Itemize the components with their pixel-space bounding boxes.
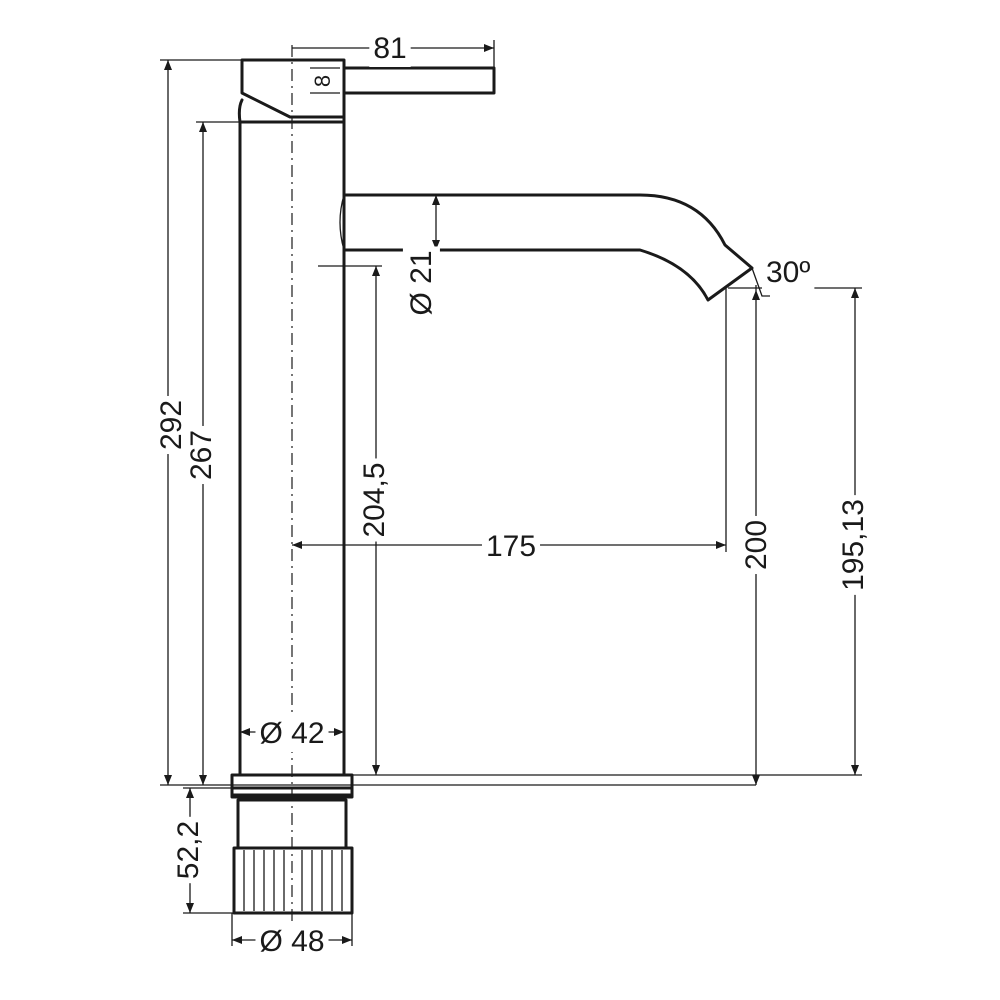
dim-spout-reach: 175: [486, 530, 536, 563]
lever-handle: [342, 66, 496, 95]
dim-outlet-height-alt: 195,13: [837, 499, 870, 591]
label-backing: [152, 395, 190, 455]
label-backing: [369, 30, 411, 67]
label-backing: [307, 70, 337, 92]
dim-handle-thickness: 8: [310, 75, 335, 87]
dim-spout-height: 204,5: [358, 462, 391, 537]
dim-base-diameter: Ø 48: [259, 925, 324, 958]
dim-handle-length: 81: [373, 32, 406, 65]
label-backing: [402, 246, 440, 320]
arrowheads: [164, 44, 859, 944]
label-backing: [355, 458, 393, 542]
label-backing: [255, 923, 329, 960]
dim-outlet-height: 200: [740, 520, 773, 570]
dim-body-diameter: Ø 42: [259, 717, 324, 750]
dim-outlet-angle: 30º: [766, 256, 810, 289]
label-backing: [255, 715, 329, 752]
faucet-geometry: [230, 45, 754, 940]
spout: [342, 193, 754, 302]
dim-body-height: 267: [185, 430, 218, 480]
dimension-labels: 81 8 292 267 204,5 Ø 21 175 200 195,13 3…: [152, 30, 872, 960]
label-backing: [182, 425, 220, 485]
shank-nut: [232, 846, 354, 915]
nut-knurling: [243, 850, 343, 911]
dim-spout-diameter: Ø 21: [405, 250, 438, 315]
label-backing: [834, 495, 872, 595]
lever-cap: [240, 58, 346, 119]
dim-total-height: 292: [155, 400, 188, 450]
label-backing: [169, 816, 207, 884]
dim-shank-length: 52,2: [172, 821, 205, 879]
label-backing: [737, 515, 775, 575]
label-backing: [481, 528, 541, 565]
spout-inlet-curve: [339, 194, 345, 251]
dimension-lines: [160, 40, 862, 946]
label-backing: [762, 254, 815, 291]
